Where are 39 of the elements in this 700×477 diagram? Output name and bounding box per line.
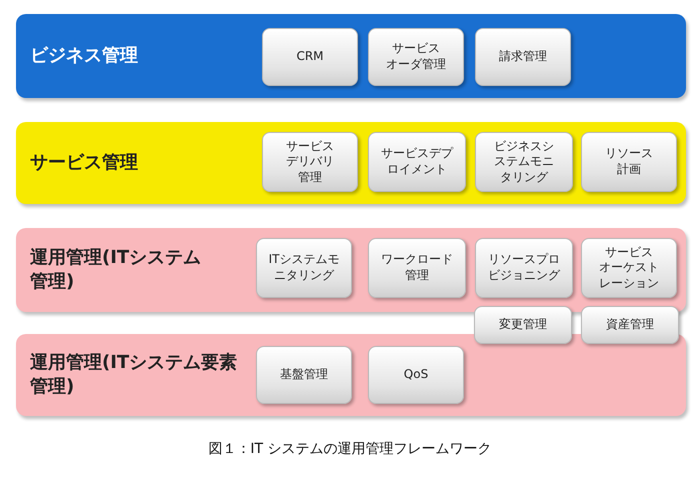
function-box xyxy=(475,238,573,298)
function-box xyxy=(581,132,677,192)
layer-band xyxy=(16,122,686,204)
function-box xyxy=(262,132,358,192)
function-label: リソースプロビジョニング xyxy=(487,252,562,284)
layer-heading: ビジネス管理 xyxy=(30,44,139,68)
function-box xyxy=(581,306,679,344)
function-label: サービスデリバリ管理 xyxy=(285,138,335,186)
function-box xyxy=(262,28,358,86)
function-label: サービスオーケストレーション xyxy=(598,244,660,292)
function-box xyxy=(368,346,464,404)
function-box xyxy=(256,346,352,404)
figure-caption: 図１：IT システムの運用管理フレームワーク xyxy=(207,440,493,458)
function-label: ITシステムモニタリング xyxy=(268,252,340,284)
layer-heading: サービス管理 xyxy=(30,150,139,175)
function-box xyxy=(475,132,573,192)
function-box xyxy=(368,132,466,192)
layer-heading: 運用管理(ITシステム管理) xyxy=(30,246,202,294)
function-label: リソース計画 xyxy=(604,146,654,178)
function-label: 請求管理 xyxy=(498,49,548,65)
layer-band xyxy=(16,334,686,416)
function-label: サービスデプロイメント xyxy=(380,146,454,178)
function-label: ワークロード管理 xyxy=(380,252,454,284)
function-box xyxy=(581,238,677,298)
function-label: 資産管理 xyxy=(605,317,655,333)
function-box xyxy=(475,28,571,86)
layer-heading: 運用管理(ITシステム要素管理) xyxy=(30,350,238,399)
layer-band xyxy=(16,228,686,312)
function-label: ビジネスシステムモニタリング xyxy=(493,138,555,186)
function-label: サービスオーダ管理 xyxy=(385,41,447,73)
function-label: 変更管理 xyxy=(498,317,548,333)
layer-band xyxy=(16,14,686,98)
function-box xyxy=(368,238,466,298)
function-box xyxy=(256,238,352,298)
function-label: QoS xyxy=(402,367,430,383)
function-box xyxy=(474,306,572,344)
function-label: CRM xyxy=(295,49,325,65)
function-box xyxy=(368,28,464,86)
function-label: 基盤管理 xyxy=(279,367,329,383)
